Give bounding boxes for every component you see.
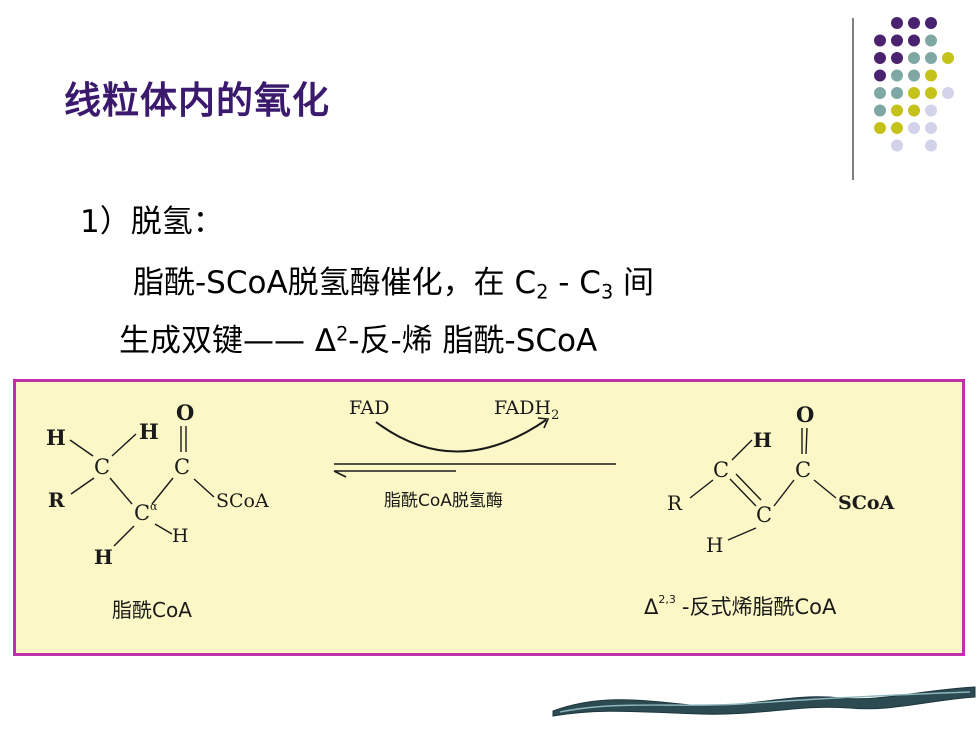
- scoa-group: SCoA: [216, 490, 269, 512]
- atom-h: H: [706, 533, 723, 557]
- fadh2-label: FADH2: [494, 397, 559, 423]
- decorative-dot: [942, 52, 954, 64]
- bullet-dehydrogenation: 1）脱氢：: [80, 204, 224, 240]
- alpha-marker: α: [150, 500, 158, 513]
- decorative-dot: [874, 69, 886, 82]
- atom-h: H: [172, 525, 189, 547]
- decorative-dot: [891, 139, 903, 152]
- atom-c: C: [174, 455, 190, 479]
- atom-c-alpha: C: [134, 501, 150, 525]
- decorative-dot: [891, 104, 903, 117]
- fad-label: FAD: [349, 397, 390, 419]
- decorative-dot-grid: [874, 17, 954, 152]
- decorative-dot: [908, 87, 920, 99]
- atom-h: H: [753, 428, 772, 452]
- decorative-dot: [908, 104, 920, 117]
- cofactor-curve-arrow: [375, 419, 547, 453]
- reaction-figure: H H O C C R C α SCoA H H 脂酰CoA: [13, 379, 965, 656]
- text-double-bond: 生成双键—— Δ2-反-烯 脂酰-SCoA: [119, 322, 598, 359]
- decorative-dot: [891, 122, 903, 134]
- enzyme-label: 脂酰CoA脱氢酶: [384, 491, 503, 511]
- atom-c: C: [795, 458, 811, 482]
- decorative-dot: [874, 104, 886, 117]
- fatty-acyl-coa-structure: H H O C C R C α SCoA H H 脂酰CoA: [46, 400, 269, 622]
- scoa-group: SCoA: [838, 492, 895, 514]
- decorative-dot: [925, 122, 937, 134]
- atom-r: R: [48, 488, 65, 512]
- decorative-dot: [891, 87, 903, 99]
- decorative-dot: [925, 34, 937, 47]
- decorative-dot: [891, 17, 903, 29]
- left-compound-name: 脂酰CoA: [112, 598, 192, 622]
- decorative-dot: [908, 69, 920, 82]
- decorative-dot: [908, 17, 920, 29]
- reaction-diagram: H H O C C R C α SCoA H H 脂酰CoA: [46, 397, 895, 622]
- decorative-dot: [874, 122, 886, 134]
- reaction-arrows: FAD FADH2 脂酰CoA脱氢酶: [333, 397, 616, 511]
- decorative-dot: [874, 87, 886, 99]
- decorative-dot: [925, 69, 937, 82]
- decorative-dot: [925, 52, 937, 64]
- decorative-dot: [925, 87, 937, 99]
- text-catalysis: 脂酰-SCoA脱氢酶催化，在 C2 - C3 间: [133, 265, 655, 304]
- trans-enoyl-coa-structure: H O C C R C SCoA H Δ2,3-反式烯脂酰CoA: [644, 402, 895, 619]
- atom-o: O: [796, 402, 814, 427]
- decorative-dot: [908, 52, 920, 64]
- decorative-dot: [891, 69, 903, 82]
- atom-r: R: [667, 491, 683, 515]
- decorative-dot: [925, 17, 937, 29]
- decorative-dot: [908, 122, 920, 134]
- atom-c: C: [713, 458, 729, 482]
- decorative-dot: [908, 34, 920, 47]
- decorative-dot: [891, 34, 903, 47]
- decorative-dot: [942, 87, 954, 99]
- right-compound-name: Δ2,3-反式烯脂酰CoA: [644, 593, 837, 619]
- atom-h: H: [46, 425, 66, 450]
- slide-title: 线粒体内的氧化: [64, 79, 330, 122]
- decorative-dot: [874, 34, 886, 47]
- atom-h: H: [139, 419, 159, 444]
- atom-c: C: [94, 455, 110, 479]
- decorative-dot: [925, 104, 937, 117]
- divider-line: [852, 18, 854, 180]
- atom-o: O: [176, 400, 194, 425]
- atom-c: C: [756, 503, 772, 527]
- decorative-dot: [891, 52, 903, 64]
- decorative-dot: [874, 52, 886, 64]
- decorative-dot: [925, 139, 937, 152]
- atom-h: H: [94, 545, 113, 569]
